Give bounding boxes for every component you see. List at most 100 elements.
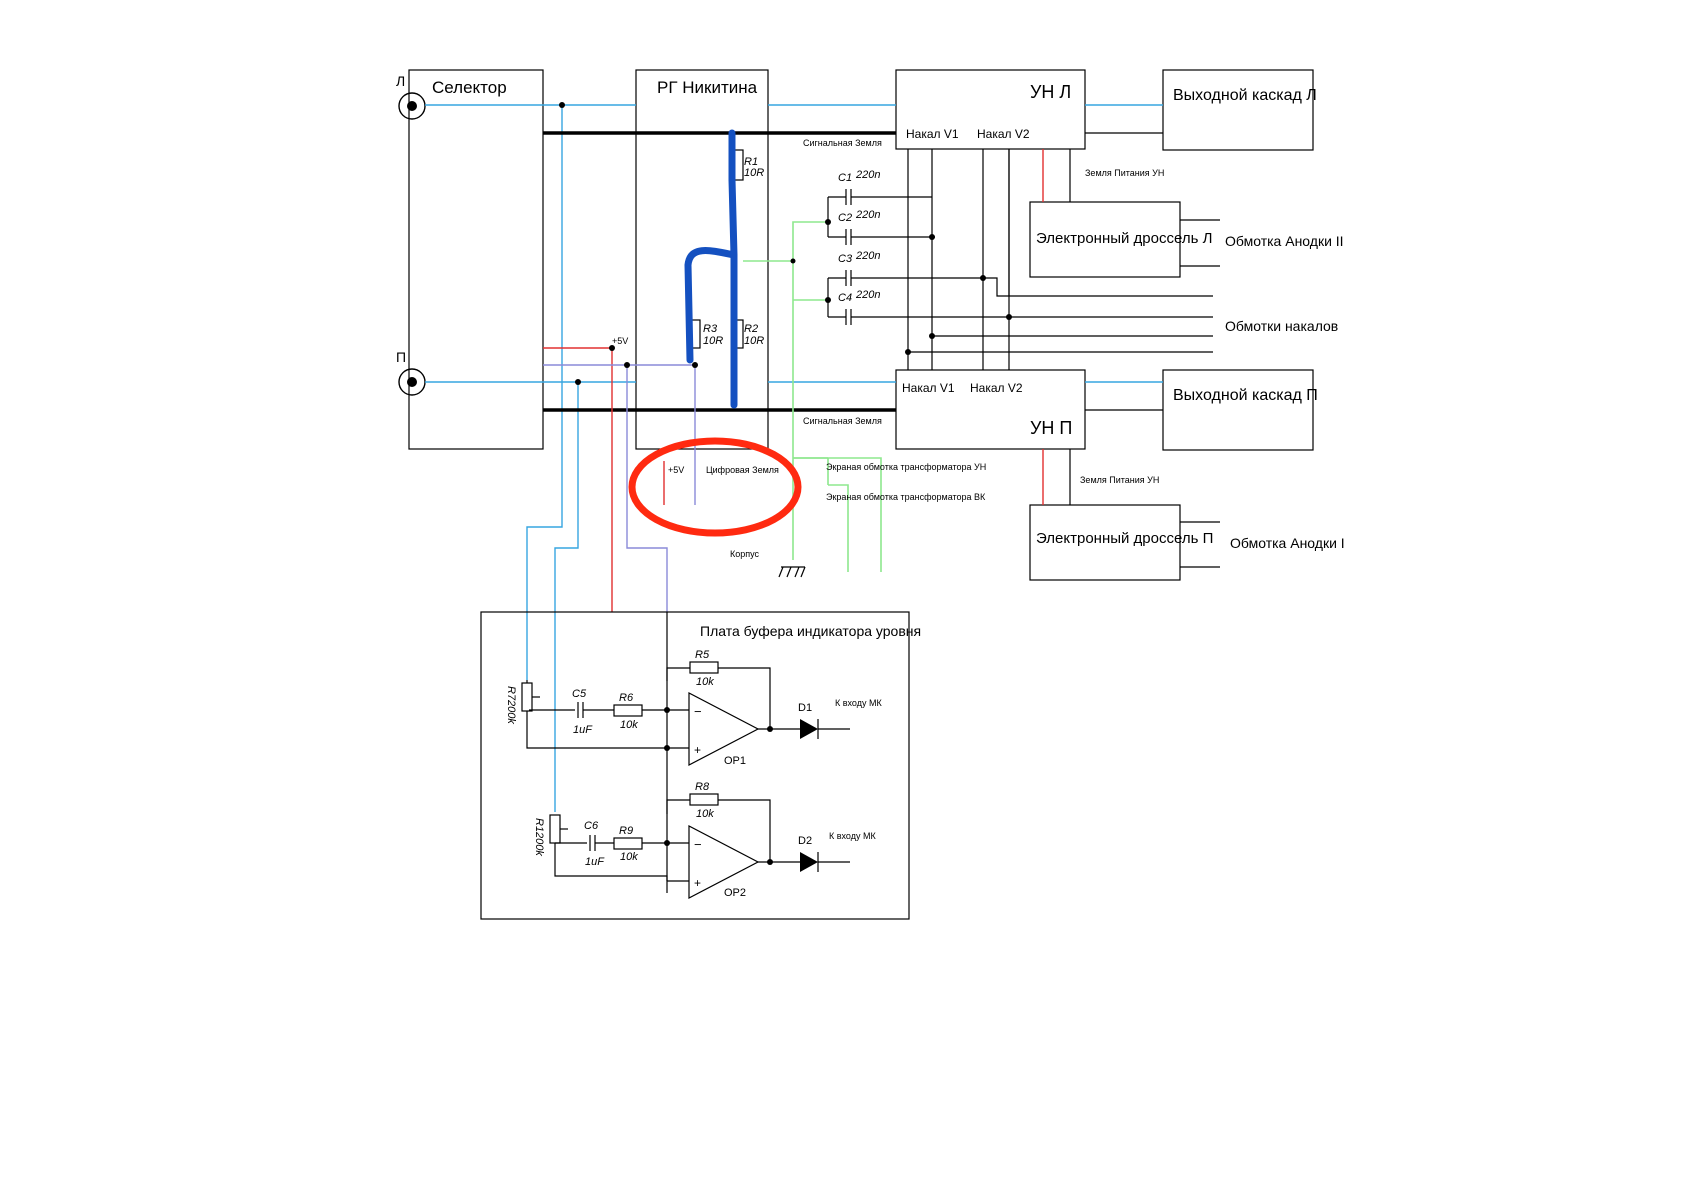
junction: [1006, 314, 1012, 320]
anode-winding-2-label: Обмотка Анодки II: [1225, 233, 1344, 249]
junction: [825, 297, 831, 303]
highlight-wire: [684, 129, 738, 409]
R10-label: R1200k: [533, 818, 545, 856]
plus5v-label: +5V: [612, 336, 628, 346]
choke-p-label: Электронный дроссель П: [1036, 530, 1213, 547]
heater-windings-label: Обмотки накалов: [1225, 318, 1338, 334]
out-p-block: [1162, 369, 1314, 451]
out-p-label: Выходной каскад П: [1173, 387, 1318, 404]
R6-resistor: [613, 704, 643, 717]
op1-opamp: [688, 692, 760, 766]
junction: [905, 349, 911, 355]
D1-label: D1: [798, 702, 812, 714]
jack-left-label: Л: [396, 73, 405, 89]
junction: [929, 234, 935, 240]
C6-label: C6: [584, 820, 599, 832]
R6-value: 10k: [620, 719, 638, 731]
junction: [664, 745, 670, 751]
jack-right-label: П: [396, 349, 406, 365]
buffer-board: [480, 611, 910, 920]
un-l-block: [895, 69, 1086, 150]
jack-left-icon: [398, 92, 426, 120]
C4-value: 220n: [855, 289, 880, 301]
sig-ground-p-label: Сигнальная Земля: [803, 416, 882, 426]
op1-plus: +: [694, 743, 701, 757]
junction: [767, 859, 773, 865]
junction: [575, 379, 581, 385]
choke-l-block: [1029, 201, 1181, 278]
heater-wires: [907, 149, 1213, 370]
out-l-label: Выходной каскад Л: [1173, 87, 1317, 104]
selector-block: [408, 69, 544, 450]
selector-label: Селектор: [432, 78, 507, 97]
junction: [559, 102, 565, 108]
buffer-label: Плата буфера индикатора уровня: [700, 623, 921, 639]
junction: [980, 275, 986, 281]
signal-ground-wires: [543, 131, 1163, 412]
R5-resistor: [689, 661, 719, 674]
un-p-label: УН П: [1030, 418, 1072, 438]
plus5v-label-2: +5V: [668, 465, 684, 475]
R10-potentiometer: [549, 814, 561, 844]
R7-label: R7200k: [505, 686, 517, 724]
R7-potentiometer: [521, 682, 533, 712]
R3-label: R3: [703, 323, 718, 335]
shield-wire: [743, 221, 828, 262]
rg-block: [635, 69, 769, 450]
shield-un-label: Экраная обмотка трансформатора УН: [826, 462, 986, 472]
plus5v-wires: [543, 347, 665, 612]
R8-resistor: [689, 793, 719, 806]
C1-label: C1: [838, 172, 852, 184]
junction: [790, 258, 796, 264]
choke-l-label: Электронный дроссель Л: [1036, 230, 1212, 247]
to-mk-2-label: К входу МК: [829, 831, 876, 841]
C6-value: 1uF: [585, 856, 605, 868]
R3-value: 10R: [703, 335, 723, 347]
chassis-label: Корпус: [730, 549, 760, 559]
anode-winding-1-label: Обмотка Анодки I: [1230, 535, 1345, 551]
C3-value: 220n: [855, 250, 880, 262]
op2-section: [549, 793, 850, 899]
junction: [664, 707, 670, 713]
R8-value: 10k: [696, 808, 714, 820]
chassis-ground-icon: [778, 566, 806, 578]
digital-ground-wires: [543, 364, 696, 612]
R8-label: R8: [695, 781, 710, 793]
junction: [609, 345, 615, 351]
junction: [825, 219, 831, 225]
C4-label: C4: [838, 292, 852, 304]
R2-value: 10R: [744, 335, 764, 347]
shield-vk-label: Экраная обмотка трансформатора ВК: [826, 492, 986, 502]
power-ground-p-label: Земля Питания УН: [1080, 475, 1159, 485]
op2-label: OP2: [724, 887, 746, 899]
C2-value: 220n: [855, 209, 880, 221]
R5-label: R5: [695, 649, 710, 661]
C5-value: 1uF: [573, 724, 593, 736]
choke-p-block: [1029, 504, 1181, 581]
C1-value: 220n: [855, 169, 880, 181]
junction: [692, 362, 698, 368]
un-l-label: УН Л: [1030, 82, 1071, 102]
highlight-circle: [628, 437, 802, 537]
op2-minus: −: [694, 837, 702, 852]
R5-value: 10k: [696, 676, 714, 688]
R9-label: R9: [619, 825, 633, 837]
D2-label: D2: [798, 835, 812, 847]
d2-diode-icon: [800, 852, 818, 872]
junction: [767, 726, 773, 732]
jack-right-icon: [398, 368, 426, 396]
op2-opamp: [688, 825, 760, 899]
un-l-nakal-v2: Накал V2: [977, 127, 1030, 141]
R1-value: 10R: [744, 167, 764, 179]
R1-label: R1: [744, 156, 758, 168]
R9-value: 10k: [620, 851, 638, 863]
un-l-nakal-v1: Накал V1: [906, 127, 959, 141]
R6-label: R6: [619, 692, 634, 704]
signal-wires: [425, 104, 1163, 812]
out-l-block: [1162, 69, 1314, 151]
op1-section: [521, 612, 850, 893]
junction: [664, 840, 670, 846]
to-mk-1-label: К входу МК: [835, 698, 882, 708]
digital-ground-label: Цифровая Земля: [706, 465, 779, 475]
